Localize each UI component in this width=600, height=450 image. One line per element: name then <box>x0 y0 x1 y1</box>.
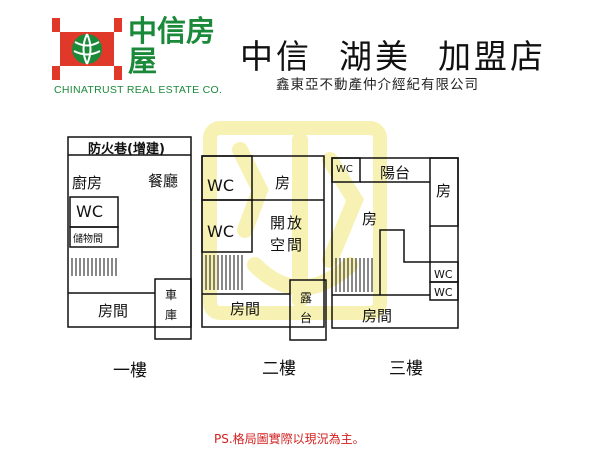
f3-bedroom: 房間 <box>362 307 393 325</box>
f1-fire-lane: 防火巷(增建) <box>88 142 165 157</box>
f3-wc-right-2: WC <box>434 286 453 299</box>
logo-mark <box>52 18 122 80</box>
footnote: PS.格局圖實際以現況為主。 <box>214 432 365 446</box>
f3-wc-right-1: WC <box>434 268 453 281</box>
floor1-plan <box>67 136 192 340</box>
f1-storage: 儲物間 <box>73 234 103 245</box>
floor3-plan <box>331 157 459 329</box>
f1-dining: 餐廳 <box>148 172 179 190</box>
f3-balcony: 陽台 <box>380 164 411 182</box>
f2-wc-top: WC <box>207 176 234 195</box>
f1-wc: WC <box>76 202 103 221</box>
f2-room-top: 房 <box>275 174 291 192</box>
f1-kitchen: 廚房 <box>72 174 103 192</box>
floor3-label: 三樓 <box>389 359 423 379</box>
brand-name-en: CHINATRUST REAL ESTATE CO. <box>54 84 223 96</box>
seal-watermark-icon <box>203 121 387 320</box>
company-name: 鑫東亞不動產仲介經紀有限公司 <box>276 77 479 93</box>
store-title: 中信 湖美 加盟店 <box>240 37 546 76</box>
f2-open-space: 開放空間 <box>270 214 305 254</box>
floor1-label: 一樓 <box>113 361 147 381</box>
f2-terrace: 露台 <box>300 291 313 325</box>
f2-bedroom: 房間 <box>230 300 261 318</box>
globe-icon <box>52 18 122 80</box>
f3-room-right: 房 <box>436 182 452 200</box>
brand-name-cn: 中信房屋 <box>128 14 216 78</box>
f3-room-center: 房 <box>362 210 378 228</box>
f1-bedroom: 房間 <box>98 302 129 320</box>
f3-wc-small: WC <box>336 164 353 175</box>
f2-wc-mid: WC <box>207 222 234 241</box>
f1-garage: 車庫 <box>165 288 178 322</box>
floor2-label: 二樓 <box>262 359 296 379</box>
floor2-plan <box>201 155 327 341</box>
